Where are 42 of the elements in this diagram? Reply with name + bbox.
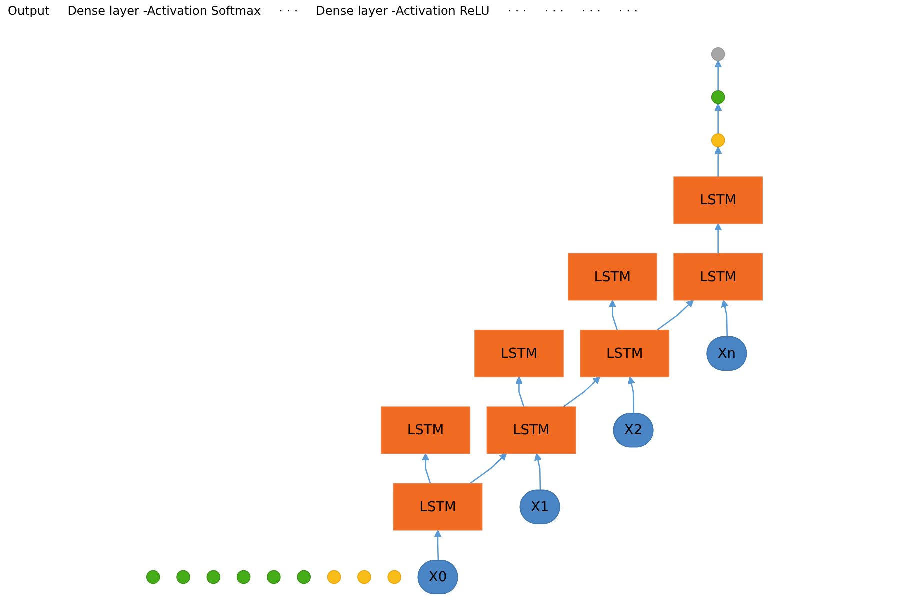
- node-circle: [146, 570, 161, 584]
- arrow: [628, 376, 636, 414]
- node-circle: [267, 570, 282, 584]
- node-box: LSTM: [674, 176, 764, 224]
- arrow: [470, 452, 508, 484]
- arrow: [714, 103, 722, 134]
- node-circle: [237, 570, 251, 584]
- node-box: LSTM: [568, 252, 658, 300]
- layer-label: · · ·: [544, 4, 564, 20]
- node-box: LSTM: [674, 252, 764, 300]
- arrow: [714, 222, 722, 254]
- node-circle: [328, 570, 342, 584]
- layer-label: · · ·: [619, 4, 638, 20]
- node-box: LSTM: [381, 406, 471, 454]
- arrow: [714, 60, 722, 90]
- arrow: [516, 376, 525, 407]
- arrow: [656, 299, 694, 330]
- layer-label: · · ·: [582, 4, 601, 20]
- arrow: [422, 452, 432, 484]
- node-box: LSTM: [394, 482, 483, 530]
- node-box: LSTM: [580, 330, 670, 377]
- layer-label: Output: [8, 4, 50, 20]
- arrow: [714, 146, 722, 177]
- arrow: [434, 530, 442, 560]
- node-circle: [358, 570, 372, 584]
- layer-label: Dense layer -Activation ReLU: [316, 4, 490, 20]
- node-circle: [712, 133, 726, 147]
- node-circle: [298, 570, 312, 584]
- arrow: [609, 299, 618, 330]
- node-box: LSTM: [474, 330, 564, 377]
- arrow: [722, 299, 730, 337]
- arrow: [563, 376, 601, 408]
- arrow: [534, 452, 542, 490]
- node-circle: [176, 570, 191, 584]
- node-circle: [388, 570, 402, 584]
- node-box: LSTM: [487, 406, 576, 454]
- node-circle: [712, 46, 726, 61]
- layer-label: · · ·: [508, 4, 527, 20]
- layer-label: · · ·: [279, 4, 298, 20]
- node-circle: [207, 570, 221, 584]
- node-circle: [712, 90, 726, 104]
- layer-label: Dense layer -Activation Softmax: [68, 4, 262, 20]
